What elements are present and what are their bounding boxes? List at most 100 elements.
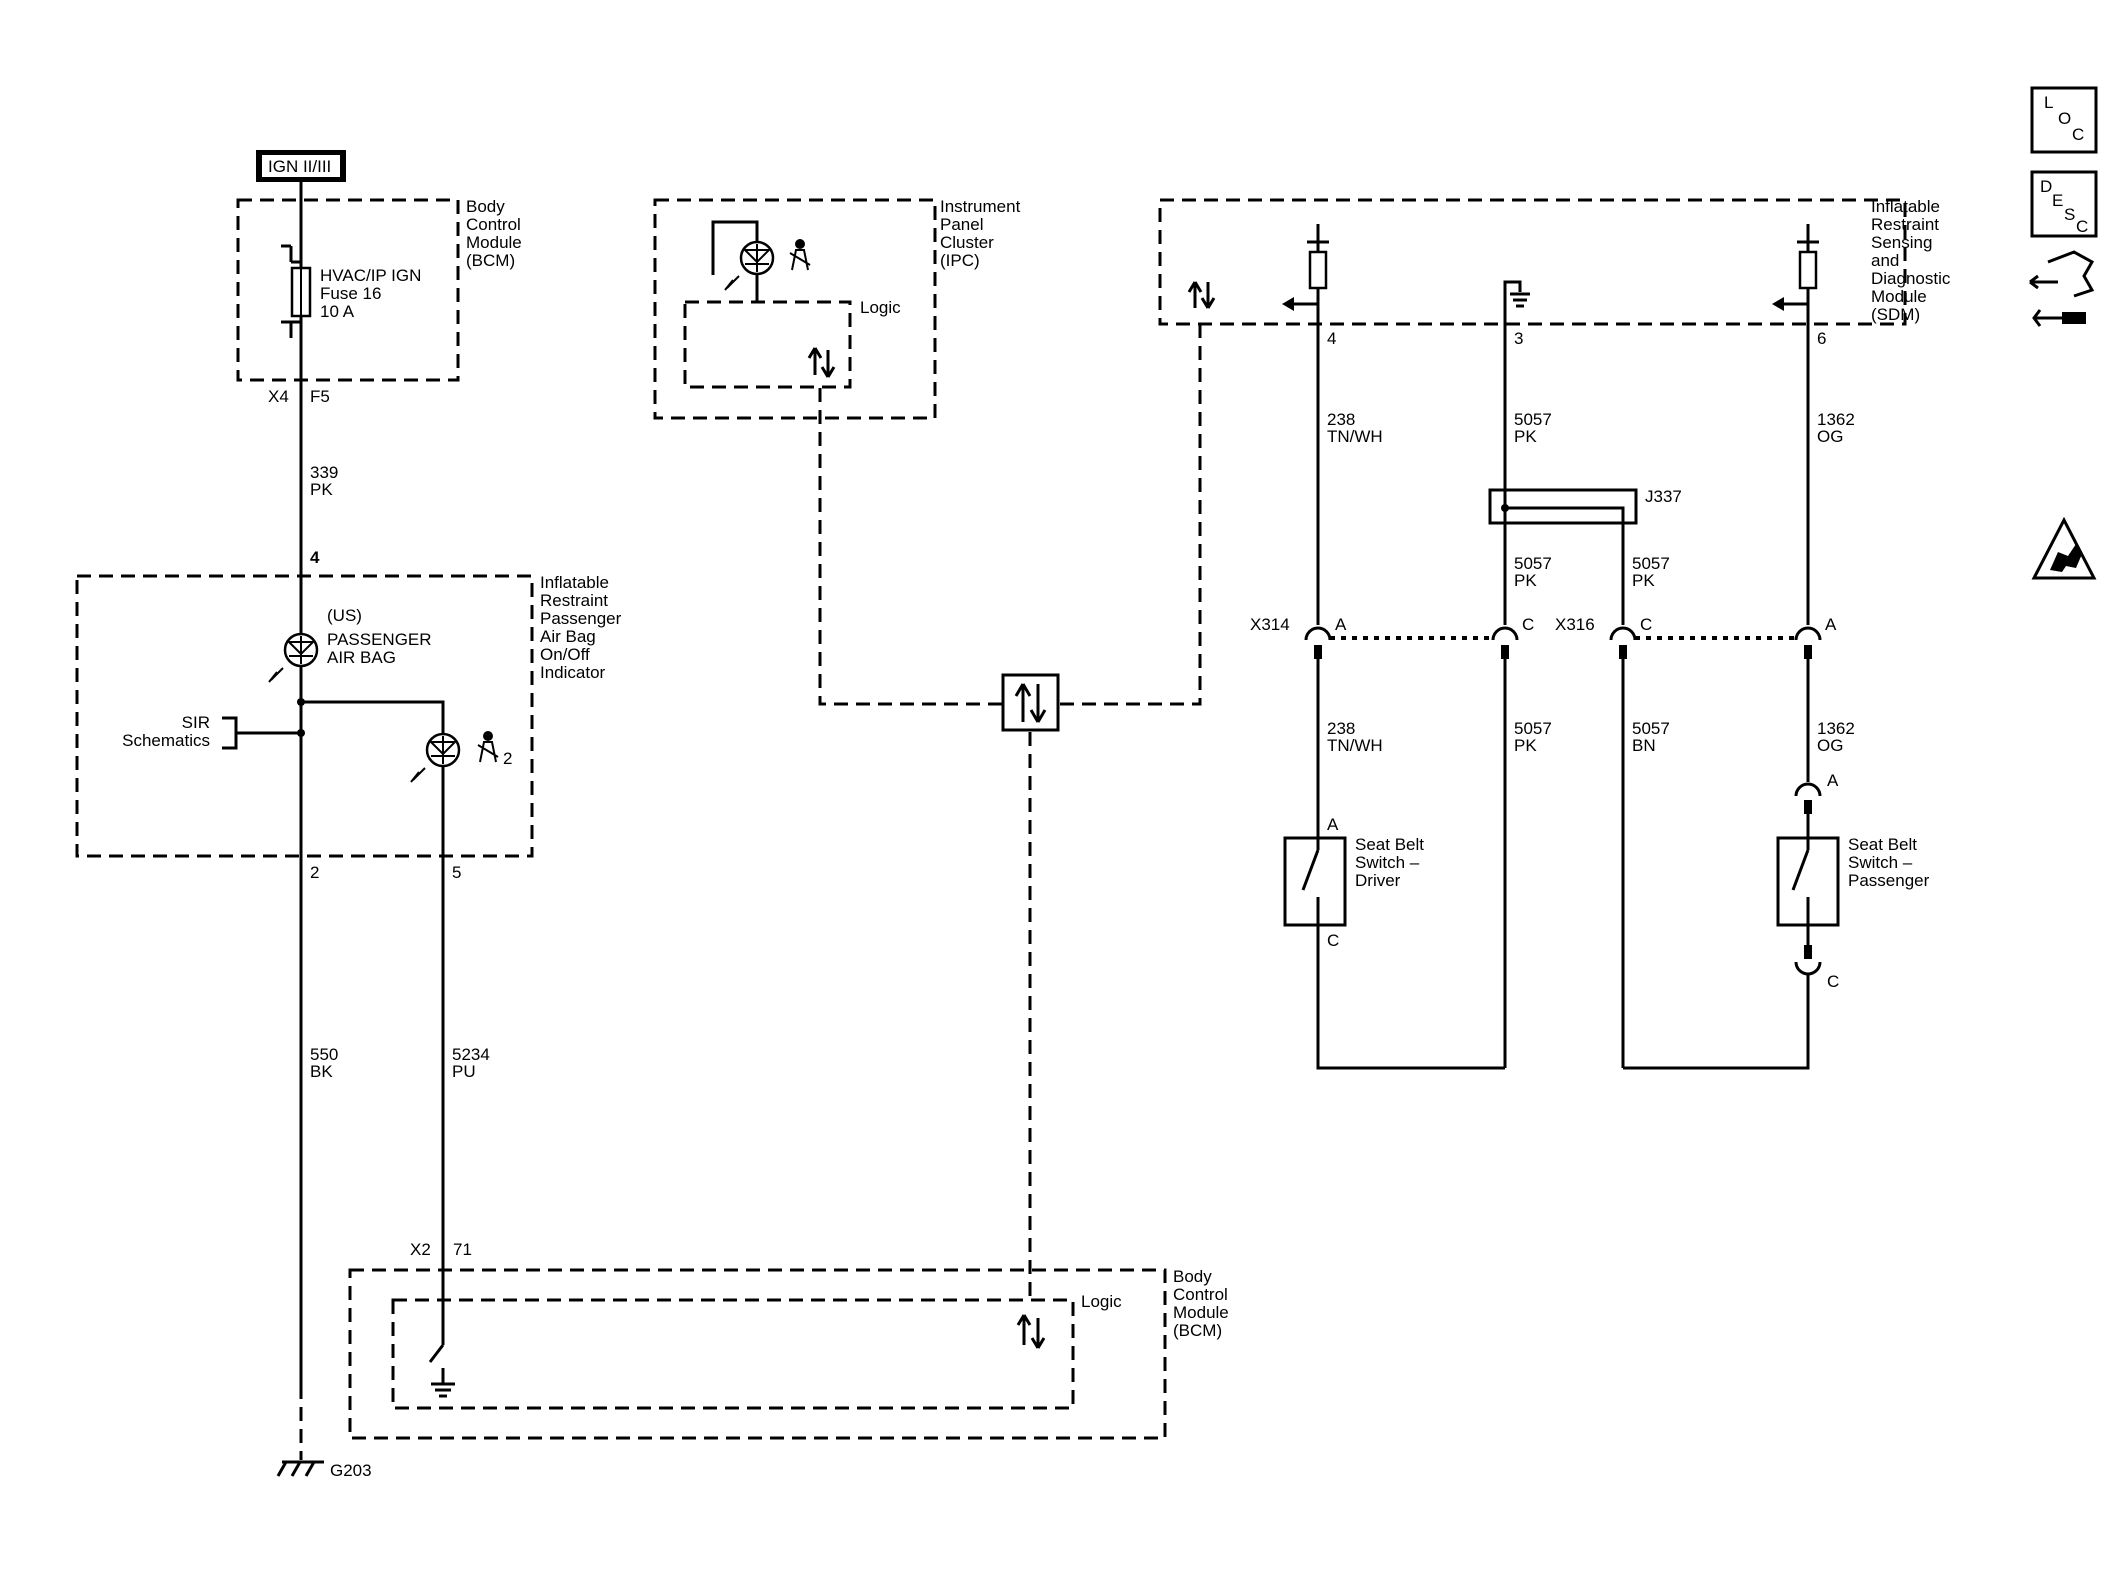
passenger-connector-c-icon [1794, 925, 1822, 976]
svg-text:(BCM): (BCM) [466, 251, 515, 270]
bcm-bottom-logic-label: Logic [1081, 1292, 1122, 1311]
wire-5234-circuit: 5234 [452, 1045, 490, 1064]
wire-238-upper-circuit: 238 [1327, 410, 1355, 429]
svg-text:Control: Control [1173, 1285, 1228, 1304]
passenger-airbag-led-icon [268, 632, 319, 683]
ignition-label: IGN II/III [268, 157, 331, 176]
svg-text:Passenger: Passenger [1848, 871, 1930, 890]
wire-5057-bn-circuit: 5057 [1632, 719, 1670, 738]
svg-text:Sensing: Sensing [1871, 233, 1932, 252]
fuse-label: HVAC/IP IGN Fuse 16 10 A [320, 266, 421, 321]
bcm-bottom-logic-box [391, 1298, 1075, 1410]
ipc-label: Instrument Panel Cluster (IPC) [940, 197, 1021, 270]
svg-text:Passenger: Passenger [540, 609, 622, 628]
svg-text:SIR: SIR [182, 713, 210, 732]
passenger-connector-a-icon [1794, 782, 1822, 814]
sir-bracket [222, 716, 238, 750]
connector-x314-label: X314 [1250, 615, 1290, 634]
svg-text:Module: Module [1173, 1303, 1229, 1322]
sdm-label: Inflatable Restraint Sensing and Diagnos… [1871, 197, 1951, 324]
svg-text:Seat Belt: Seat Belt [1355, 835, 1424, 854]
fuse-icon [281, 244, 312, 338]
svg-text:Body: Body [466, 197, 505, 216]
wire-1362-lower-color: OG [1817, 736, 1843, 755]
wire-5234-color: PU [452, 1062, 476, 1081]
sdm-input-4-icon [1282, 224, 1329, 311]
sdm-pin-4: 4 [1327, 329, 1336, 348]
wire-5057-mid2-circuit: 5057 [1632, 554, 1670, 573]
seat-belt-switch-driver-icon [1283, 836, 1347, 927]
svg-text:Seat Belt: Seat Belt [1848, 835, 1917, 854]
svg-text:C: C [2072, 125, 2084, 144]
sdm-ground-3-icon [1503, 280, 1530, 330]
svg-text:10 A: 10 A [320, 302, 355, 321]
sdm-input-6-icon [1772, 224, 1819, 311]
bcm-bottom-label: Body Control Module (BCM) [1173, 1267, 1229, 1340]
pin-4-left: 4 [310, 548, 320, 567]
wire-5057-mid2-color: PK [1632, 571, 1655, 590]
svg-text:Switch –: Switch – [1848, 853, 1913, 872]
ipc-serial-data-arrows-icon [807, 347, 836, 378]
passenger-switch-pin-c: C [1827, 972, 1839, 991]
splice-label: J337 [1645, 487, 1682, 506]
wire-1362-upper-circuit: 1362 [1817, 410, 1855, 429]
pin-2: 2 [310, 863, 319, 882]
driver-switch-pin-a: A [1327, 815, 1339, 834]
ground-label: G203 [330, 1461, 372, 1480]
svg-text:Restraint: Restraint [1871, 215, 1939, 234]
svg-text:(IPC): (IPC) [940, 251, 980, 270]
desc-icon[interactable]: D E S C [2030, 170, 2098, 238]
svg-text:E: E [2052, 191, 2063, 210]
wire-5057-bn-color: BN [1632, 736, 1656, 755]
connector-x2: X2 [410, 1240, 431, 1259]
wire-238-lower-circuit: 238 [1327, 719, 1355, 738]
svg-text:Driver: Driver [1355, 871, 1401, 890]
x314-pin-c: C [1522, 615, 1534, 634]
serial-data-sdm-line [1060, 324, 1202, 706]
wire-5057-upper-color: PK [1514, 427, 1537, 446]
sir-label: SIR Schematics [122, 713, 210, 750]
wire-driver-return [1316, 925, 1505, 1070]
wire-238-lower-color: TN/WH [1327, 736, 1383, 755]
bcm-bottom-serial-arrows-icon [1016, 1314, 1046, 1349]
lamp-label-line2: AIR BAG [327, 648, 396, 667]
x316-pin-a: A [1825, 615, 1837, 634]
seatbelt-sub-label: 2 [503, 749, 512, 768]
svg-text:L: L [2044, 93, 2053, 112]
lamp-label-line1: PASSENGER [327, 630, 432, 649]
wire-branch-seatbelt [301, 700, 445, 735]
esd-warning-icon[interactable] [2031, 516, 2097, 580]
wire-339-color: PK [310, 480, 333, 499]
svg-text:S: S [2064, 205, 2075, 224]
svg-text:Module: Module [466, 233, 522, 252]
pin-f5: F5 [310, 387, 330, 406]
seatbelt-person-icon [477, 731, 499, 763]
wire-5057-upper-circuit: 5057 [1514, 410, 1552, 429]
ipc-logic-label: Logic [860, 298, 901, 317]
wire-550-circuit: 550 [310, 1045, 338, 1064]
svg-text:O: O [2058, 109, 2071, 128]
serial-data-ipc-line [818, 388, 1030, 706]
ipc-seatbelt-person-icon [789, 239, 811, 271]
svg-text:(BCM): (BCM) [1173, 1321, 1222, 1340]
driver-switch-label: Seat Belt Switch – Driver [1355, 835, 1424, 890]
ipc-logic-box [683, 300, 852, 389]
connector-x4: X4 [268, 387, 289, 406]
svg-text:Panel: Panel [940, 215, 983, 234]
svg-text:Module: Module [1871, 287, 1927, 306]
svg-text:(SDM): (SDM) [1871, 305, 1920, 324]
loc-icon[interactable]: L O C [2030, 86, 2098, 154]
svg-text:C: C [2076, 217, 2088, 236]
svg-text:HVAC/IP IGN: HVAC/IP IGN [320, 266, 421, 285]
pin-5: 5 [452, 863, 461, 882]
ipc-box [653, 198, 937, 420]
bcm-top-box [236, 198, 460, 382]
svg-text:Diagnostic: Diagnostic [1871, 269, 1951, 288]
wire-339-circuit: 339 [310, 463, 338, 482]
seatbelt-led-icon [410, 732, 461, 783]
sdm-pin-6: 6 [1817, 329, 1826, 348]
wire-238-upper-color: TN/WH [1327, 427, 1383, 446]
connector-tool-icon[interactable] [2029, 250, 2095, 327]
serial-data-hub-icon [1001, 673, 1060, 732]
